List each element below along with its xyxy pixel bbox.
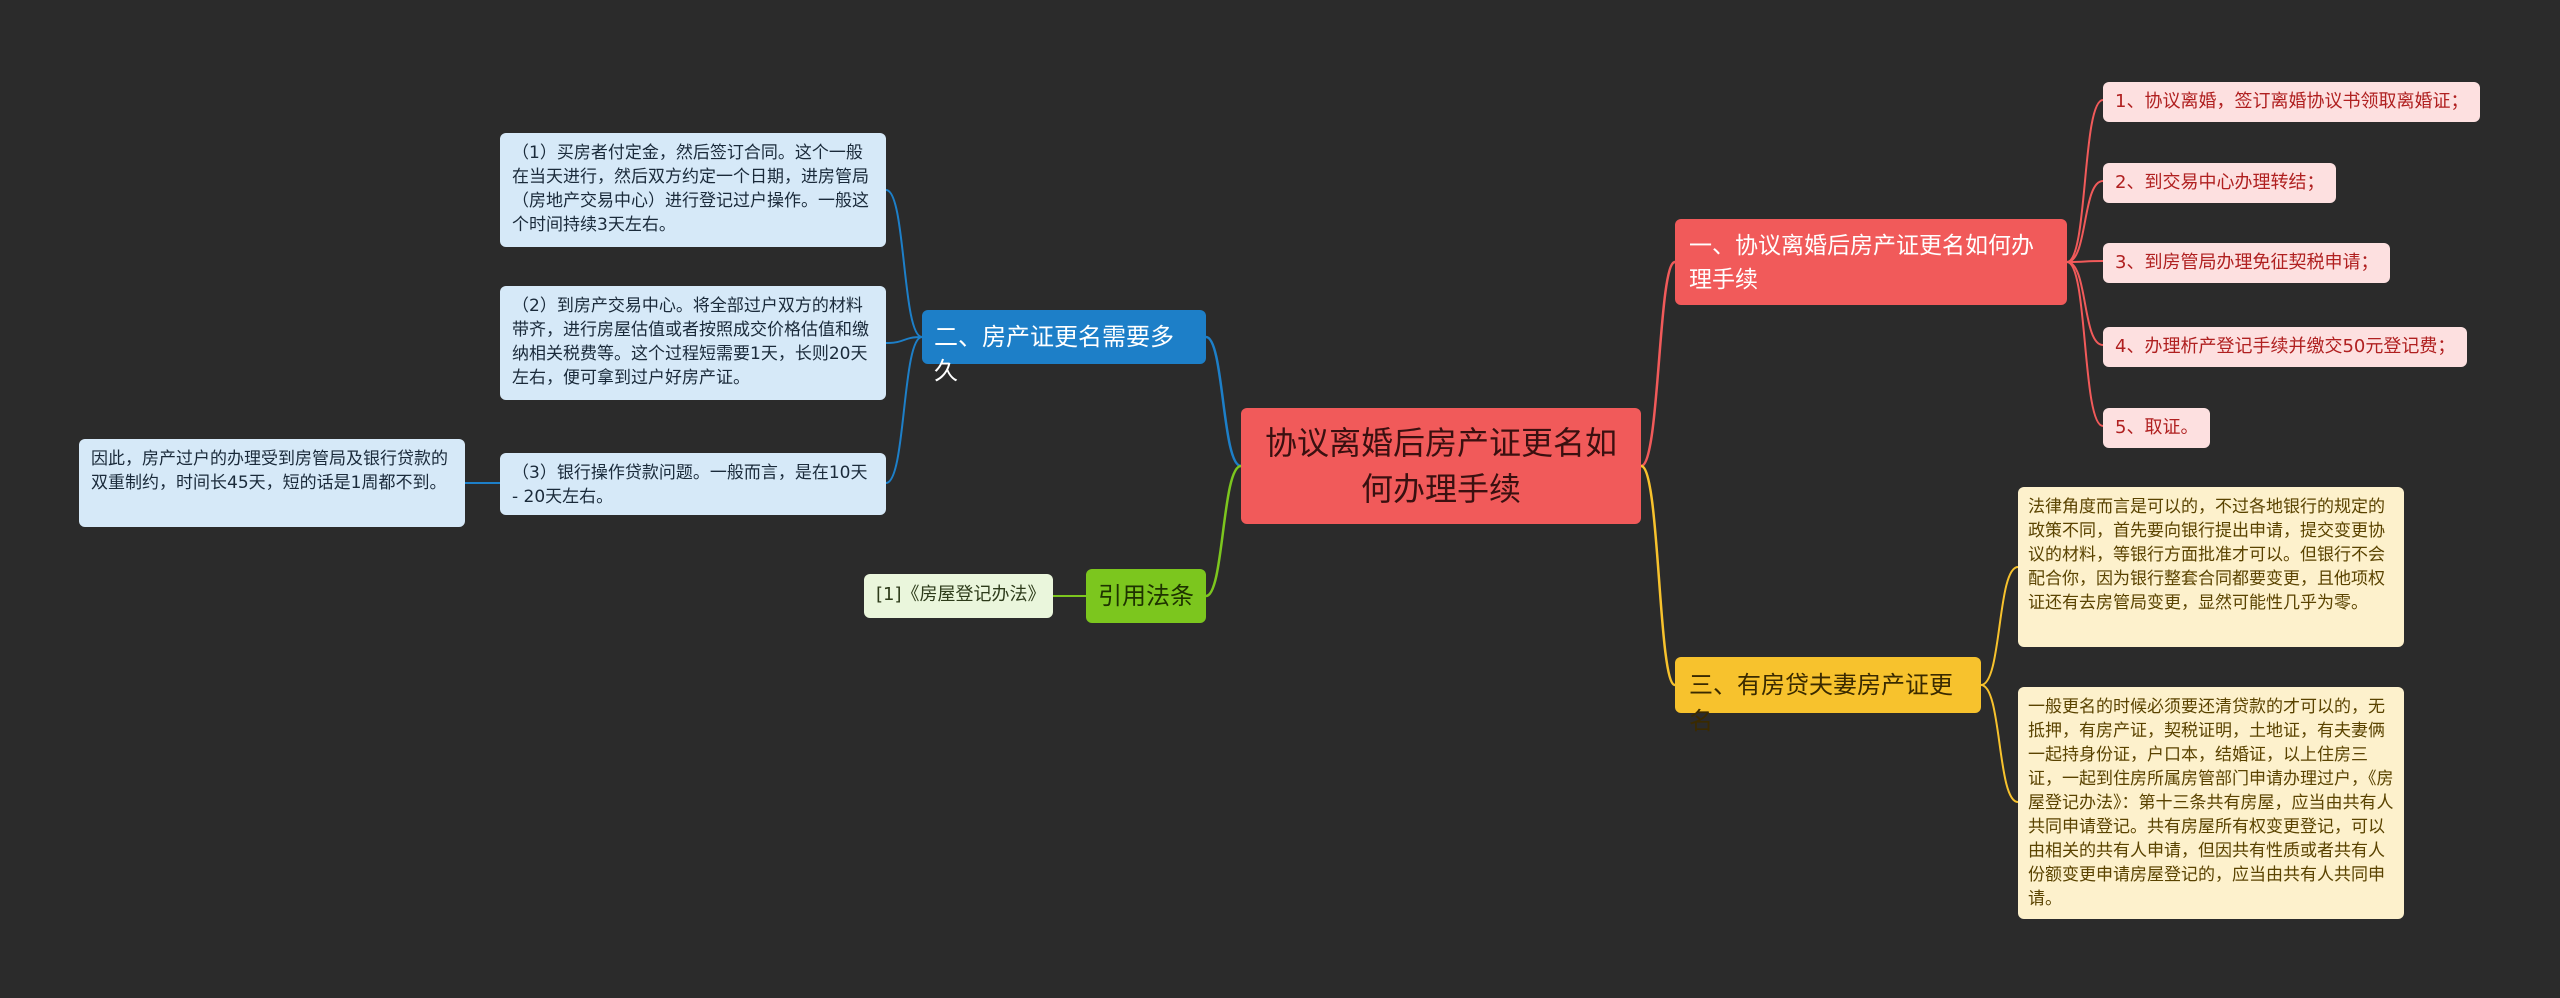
connector-root-yellow — [1640, 464, 1677, 687]
branch-duration[interactable]: 二、房产证更名需要多久 — [922, 310, 1206, 385]
connector-yellow-leaf-1 — [1980, 566, 2019, 686]
blue-leaf-1[interactable]: （1）买房者付定金，然后签订合同。这个一般在当天进行，然后双方约定一个日期，进房… — [500, 133, 886, 247]
blue-subnote[interactable]: 因此，房产过户的办理受到房管局及银行贷款的双重制约，时间长45天，短的话是1周都… — [79, 439, 465, 527]
red-leaf-5[interactable]: 5、取证。 — [2103, 408, 2211, 448]
branch-citations[interactable]: 引用法条 — [1086, 569, 1206, 623]
root-topic[interactable]: 协议离婚后房产证更名如何办理手续 — [1241, 408, 1641, 524]
blue-leaf-2[interactable]: （2）到房产交易中心。将全部过户双方的材料带齐，进行房屋估值或者按照成交价格估值… — [500, 286, 886, 400]
red-leaf-1[interactable]: 1、协议离婚，签订离婚协议书领取离婚证； — [2103, 82, 2481, 122]
connector-root-red — [1640, 260, 1677, 468]
red-leaf-4[interactable]: 4、办理析产登记手续并缴交50元登记费； — [2103, 327, 2468, 367]
red-leaf-2[interactable]: 2、到交易中心办理转结； — [2103, 163, 2337, 203]
red-leaf-3[interactable]: 3、到房管局办理免征契税申请； — [2103, 243, 2391, 283]
green-leaf-1[interactable]: [1]《房屋登记办法》 — [864, 574, 1053, 618]
yellow-leaf-1[interactable]: 法律角度而言是可以的，不过各地银行的规定的政策不同，首先要向银行提出申请，提交变… — [2018, 487, 2404, 647]
blue-leaf-3[interactable]: （3）银行操作贷款问题。一般而言，是在10天 - 20天左右。 — [500, 453, 886, 515]
connector-red-leaf-2 — [2066, 180, 2104, 263]
yellow-leaf-2[interactable]: 一般更名的时候必须要还清贷款的才可以的，无抵押，有房产证，契税证明，土地证，有夫… — [2018, 687, 2404, 919]
connector-root-green — [1205, 464, 1242, 598]
connector-red-leaf-3 — [2066, 260, 2104, 263]
connector-red-leaf-4 — [2066, 261, 2104, 346]
connector-blue-leaf-1 — [885, 189, 923, 338]
branch-divorce-procedure[interactable]: 一、协议离婚后房产证更名如何办理手续 — [1675, 219, 2067, 305]
branch-mortgage-couple[interactable]: 三、有房贷夫妻房产证更名 — [1675, 657, 1981, 735]
connector-blue-leaf-3 — [885, 336, 923, 484]
connector-root-blue — [1205, 335, 1242, 468]
connector-blue-leaf-2 — [885, 336, 923, 344]
connector-yellow-leaf-2 — [1980, 684, 2019, 803]
connector-red-leaf-1 — [2066, 99, 2104, 263]
connector-red-leaf-5 — [2066, 261, 2104, 427]
